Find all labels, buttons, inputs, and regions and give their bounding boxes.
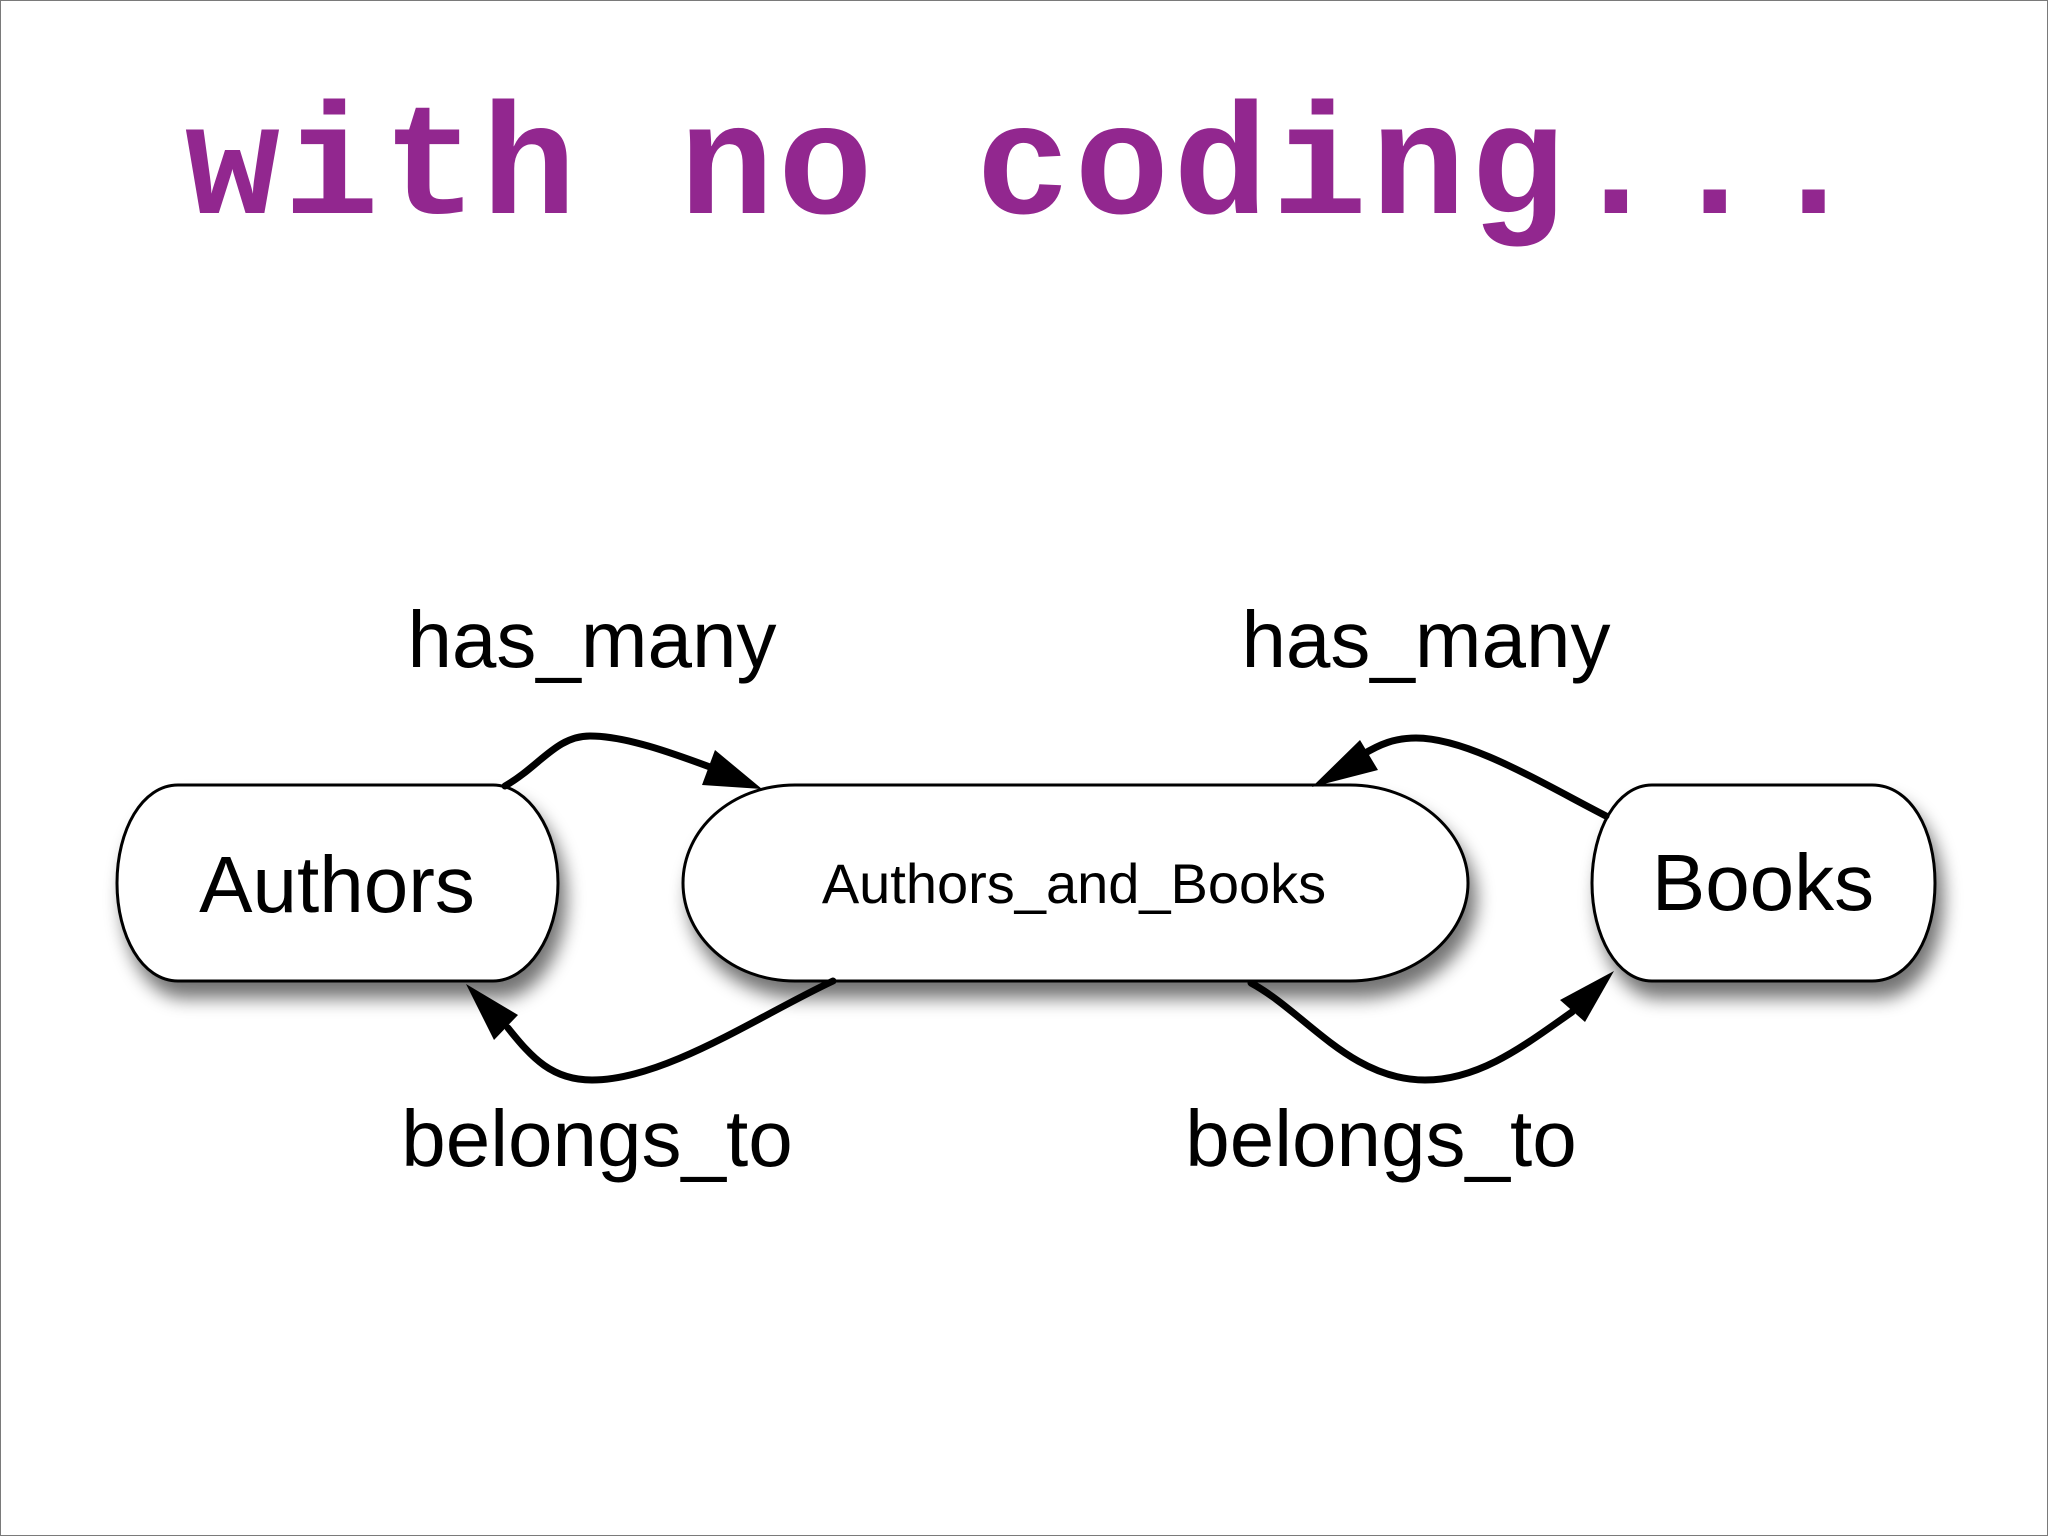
label-join-belongs-to-books: belongs_to	[1185, 1094, 1576, 1183]
label-books-has-many: has_many	[1241, 595, 1610, 684]
node-authors-and-books: Authors_and_Books	[681, 783, 1470, 983]
edge-join-belongs-to-books	[1247, 971, 1614, 1084]
arrowhead-authors-has-many	[702, 750, 762, 789]
node-authors-and-books-label: Authors_and_Books	[822, 852, 1326, 915]
node-authors-label: Authors	[199, 840, 475, 929]
edge-books-has-many	[1312, 734, 1610, 820]
arrowhead-join-belongs-to-books	[1560, 971, 1614, 1022]
label-authors-has-many: has_many	[407, 595, 776, 684]
label-join-belongs-to-authors: belongs_to	[401, 1094, 792, 1183]
slide-title: with no coding...	[185, 82, 1865, 261]
arrowhead-books-has-many	[1312, 740, 1378, 787]
edge-authors-has-many	[501, 732, 762, 790]
arrowhead-join-belongs-to-authors	[466, 984, 518, 1040]
edge-join-belongs-to-authors	[466, 977, 837, 1084]
node-books: Books	[1590, 783, 1937, 983]
node-authors: Authors	[115, 783, 560, 983]
node-books-label: Books	[1652, 838, 1874, 927]
